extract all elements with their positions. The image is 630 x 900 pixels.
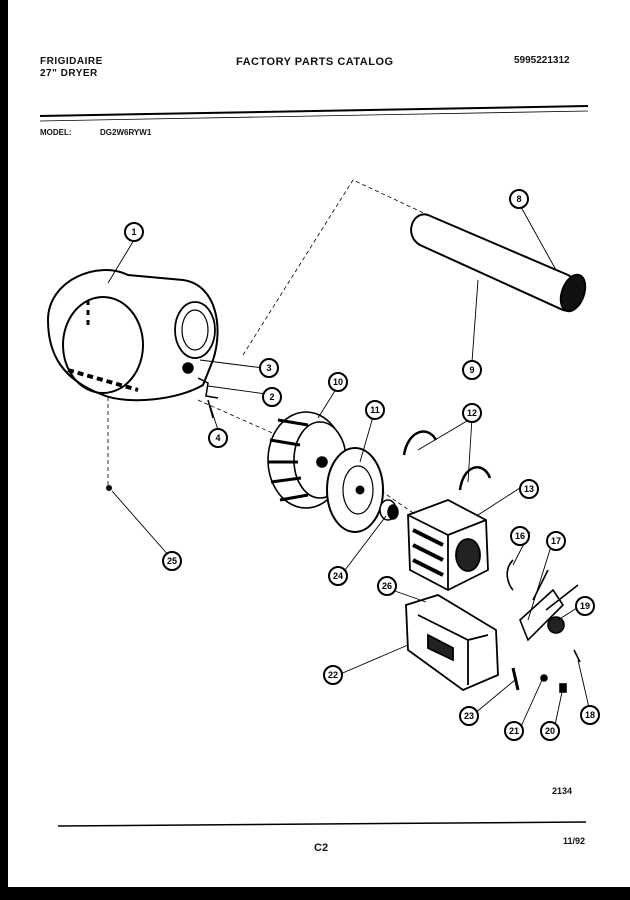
callout-18-label: 18 — [585, 710, 595, 720]
idler-assembly-drawing — [506, 559, 581, 693]
product-name: 27" DRYER — [40, 68, 98, 79]
callout-24: 24 — [328, 566, 348, 586]
callout-21: 21 — [504, 721, 524, 741]
callout-19-label: 19 — [580, 601, 590, 611]
callout-4-label: 4 — [215, 433, 220, 443]
brand-name: FRIGIDAIRE — [40, 56, 103, 67]
exhaust-duct-drawing — [410, 213, 587, 313]
callout-25: 25 — [162, 551, 182, 571]
callout-8: 8 — [509, 189, 529, 209]
exploded-parts-diagram: 1 2 3 4 8 9 10 11 12 13 16 17 18 19 20 2… — [39, 105, 600, 827]
callout-3: 3 — [259, 358, 279, 378]
callout-25-label: 25 — [167, 556, 177, 566]
callout-26: 26 — [377, 576, 397, 596]
motor-mount-drawing — [405, 594, 499, 692]
blower-housing-drawing — [46, 269, 219, 402]
model-number: DG2W6RYW1 — [100, 128, 152, 137]
callout-9-label: 9 — [469, 365, 474, 375]
callout-13-label: 13 — [524, 484, 534, 494]
callout-22-label: 22 — [328, 670, 338, 680]
callout-10: 10 — [328, 372, 348, 392]
callout-2-label: 2 — [269, 392, 274, 402]
callout-9: 9 — [462, 360, 482, 380]
figure-number: 2134 — [552, 786, 573, 796]
callout-11-label: 11 — [370, 405, 380, 415]
callout-23: 23 — [459, 706, 479, 726]
callout-17-label: 17 — [551, 536, 561, 546]
callout-19: 19 — [575, 596, 595, 616]
document-number: 5995221312 — [514, 55, 570, 66]
callout-16: 16 — [510, 526, 530, 546]
callout-bubbles: 1 2 3 4 8 9 10 11 12 13 16 17 18 19 20 2… — [124, 189, 600, 741]
callout-24-label: 24 — [333, 571, 343, 581]
callout-4: 4 — [208, 428, 228, 448]
page-number: C2 — [314, 842, 329, 854]
drive-motor-drawing — [407, 499, 489, 592]
revision-date: 11/92 — [563, 836, 586, 846]
callout-20-label: 20 — [545, 726, 555, 736]
coupling-drawing — [379, 499, 399, 521]
callout-16-label: 16 — [515, 531, 525, 541]
pulley-plate-drawing — [326, 447, 384, 533]
screw-drawing — [106, 485, 112, 491]
callout-10-label: 10 — [333, 377, 343, 387]
callout-23-label: 23 — [464, 711, 474, 721]
parts-catalog-page: FRIGIDAIRE 27" DRYER FACTORY PARTS CATAL… — [8, 0, 630, 887]
callout-3-label: 3 — [266, 363, 271, 373]
housing-fasteners-drawing — [182, 362, 219, 419]
callout-12: 12 — [462, 403, 482, 423]
header-rule-thin — [39, 110, 589, 122]
callout-26-label: 26 — [382, 581, 392, 591]
callout-18: 18 — [580, 705, 600, 725]
model-label: MODEL: — [40, 128, 72, 137]
callout-20: 20 — [540, 721, 560, 741]
catalog-title: FACTORY PARTS CATALOG — [236, 56, 394, 68]
callout-12-label: 12 — [467, 408, 477, 418]
footer-rule — [57, 821, 587, 827]
callout-8-label: 8 — [516, 194, 521, 204]
callout-13: 13 — [519, 479, 539, 499]
header-rule — [39, 105, 589, 117]
callout-11: 11 — [365, 400, 385, 420]
callout-21-label: 21 — [509, 726, 519, 736]
callout-22: 22 — [323, 665, 343, 685]
callout-17: 17 — [546, 531, 566, 551]
callout-1: 1 — [124, 222, 144, 242]
callout-2: 2 — [262, 387, 282, 407]
motor-clamps-drawing — [402, 430, 492, 491]
callout-1-label: 1 — [131, 227, 136, 237]
